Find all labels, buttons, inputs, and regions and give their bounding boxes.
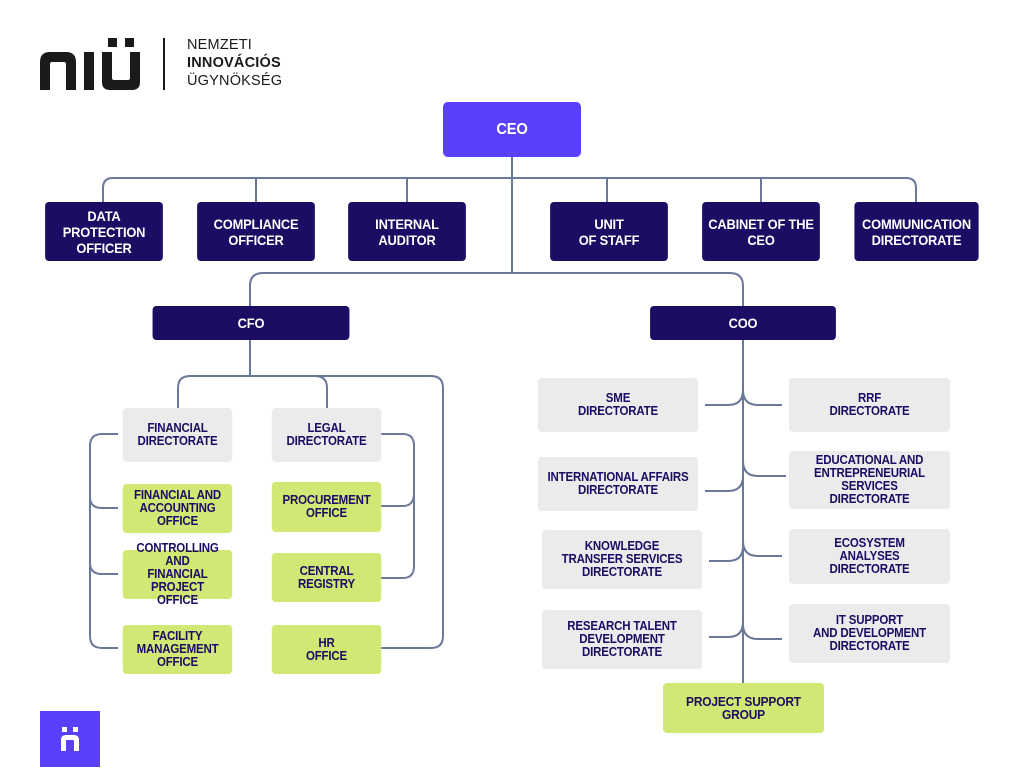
ecosystem-analyses-directorate-box[interactable]: ECOSYSTEM ANALYSES DIRECTORATE (789, 529, 950, 584)
agency-name-line-3: ÜGYNÖKSÉG (187, 73, 283, 89)
agency-name-line-1: NEMZETI (187, 37, 253, 53)
facility-management-office-box[interactable]: FACILITY MANAGEMENT OFFICE (122, 625, 233, 674)
connector-knowledge (709, 545, 744, 562)
ceo-box[interactable]: CEO (443, 102, 581, 157)
compliance-officer-box[interactable]: COMPLIANCE OFFICER (197, 202, 315, 261)
communication-directorate-box[interactable]: COMMUNICATION DIRECTORATE (854, 202, 979, 261)
connector-cfo-bar (177, 375, 328, 408)
financial-accounting-office-box[interactable]: FINANCIAL AND ACCOUNTING OFFICE (122, 484, 233, 533)
connector-international (705, 475, 744, 492)
niu-badge (40, 711, 100, 767)
educational-entrepreneurial-directorate-box[interactable]: EDUCATIONAL AND ENTREPRENEURIAL SERVICES… (789, 451, 950, 509)
connector-controlling (89, 562, 118, 575)
connector-legal-bracket (357, 433, 415, 579)
agency-name: NEMZETI INNOVÁCIÓS ÜGYNÖKSÉG (187, 36, 282, 90)
agency-name-line-2: INNOVÁCIÓS (187, 55, 281, 71)
connector-ecosystem (742, 540, 782, 557)
cfo-box[interactable]: CFO (152, 306, 350, 340)
niu-logo-icon (40, 38, 140, 90)
connector-educational (742, 460, 786, 477)
connector-research (709, 621, 744, 638)
financial-directorate-box[interactable]: FINANCIAL DIRECTORATE (122, 408, 233, 462)
central-registry-box[interactable]: CENTRAL REGISTRY (271, 553, 382, 602)
sme-directorate-box[interactable]: SME DIRECTORATE (537, 378, 699, 432)
niu-badge-icon (61, 727, 79, 751)
research-talent-directorate-box[interactable]: RESEARCH TALENT DEVELOPMENT DIRECTORATE (541, 610, 703, 669)
knowledge-transfer-directorate-box[interactable]: KNOWLEDGE TRANSFER SERVICES DIRECTORATE (541, 530, 703, 589)
connector-rrf (742, 389, 782, 406)
project-support-group-box[interactable]: PROJECT SUPPORT GROUP (663, 683, 824, 733)
connector-staff-bar (102, 177, 917, 202)
connector-cfo-hr-bracket (305, 375, 444, 649)
coo-box[interactable]: COO (650, 306, 836, 340)
international-affairs-directorate-box[interactable]: INTERNATIONAL AFFAIRS DIRECTORATE (537, 457, 699, 511)
connector-financial-bracket (89, 433, 118, 649)
cabinet-of-ceo-box[interactable]: CABINET OF THE CEO (702, 202, 820, 261)
connector-sme (705, 389, 744, 406)
connector-procurement (357, 492, 415, 507)
connector-financial-accounting (89, 496, 118, 509)
controlling-financial-project-office-box[interactable]: CONTROLLING AND FINANCIAL PROJECT OFFICE (122, 542, 233, 607)
connector-it-support (742, 623, 782, 640)
rrf-directorate-box[interactable]: RRF DIRECTORATE (789, 378, 950, 432)
unit-of-staff-box[interactable]: UNIT OF STAFF (550, 202, 668, 261)
internal-auditor-box[interactable]: INTERNAL AUDITOR (348, 202, 466, 261)
connector-cfo-coo-bar (249, 272, 744, 306)
logo-divider (163, 38, 165, 90)
legal-directorate-box[interactable]: LEGAL DIRECTORATE (271, 408, 382, 462)
data-protection-officer-box[interactable]: DATA PROTECTION OFFICER (45, 202, 163, 261)
it-support-directorate-box[interactable]: IT SUPPORT AND DEVELOPMENT DIRECTORATE (789, 604, 950, 663)
hr-office-box[interactable]: HR OFFICE (271, 625, 382, 674)
procurement-office-box[interactable]: PROCUREMENT OFFICE (271, 482, 382, 532)
